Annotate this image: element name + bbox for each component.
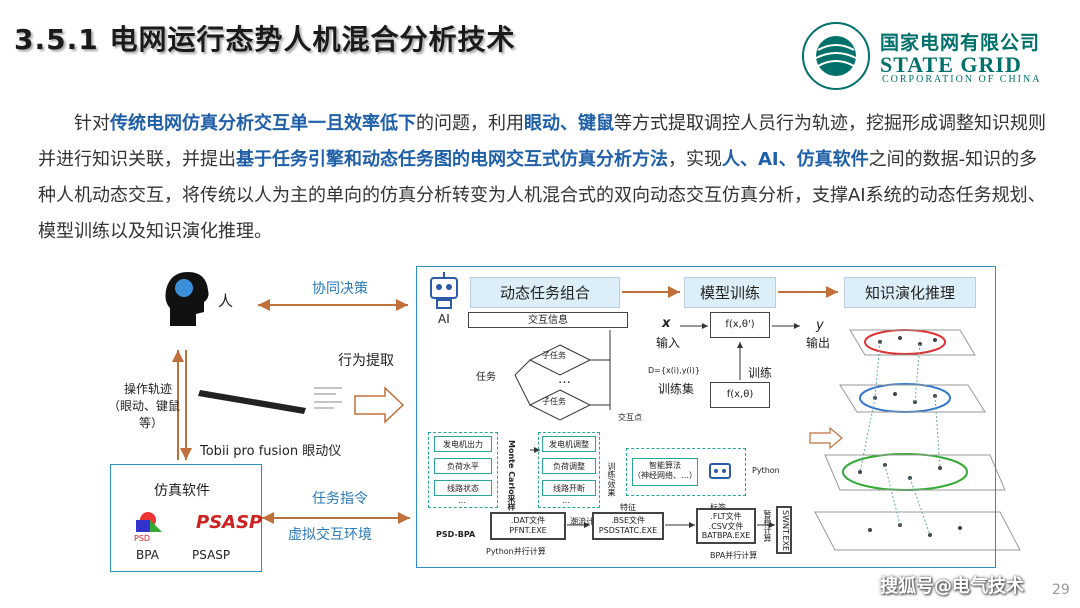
stab-calc-label: 暂稳计算 — [763, 510, 772, 542]
page-title: 3.5.1 电网运行态势人机混合分析技术 — [14, 23, 516, 56]
flow-calc-label: 潮流计算 — [570, 517, 602, 526]
task-cmd-label: 任务指令 — [312, 491, 368, 507]
dataset-label: D={x(i),y(i)} — [648, 366, 700, 375]
left-items-group — [428, 432, 498, 508]
eyetracker-label: Tobii pro fusion 眼动仪 — [200, 444, 342, 459]
logo-text-en-sub: CORPORATION OF CHINA — [882, 74, 1042, 85]
left-item-1: 负荷水平 — [434, 458, 492, 474]
algo-robot-icon — [709, 463, 731, 479]
subtask2-label: 子任务 — [542, 397, 566, 406]
feature-label: 特征 — [620, 503, 636, 512]
state-grid-logo — [802, 22, 870, 90]
sim-software-box — [110, 464, 262, 572]
intro-paragraph: 针对传统电网仿真分析交互单一且效率低下的问题，利用眼动、键鼠等方式提取调控人员行… — [38, 106, 1052, 250]
header-model-train: 模型训练 — [684, 277, 776, 308]
interact-info-box: 交互信息 — [468, 312, 628, 328]
body-text: ，实现 — [668, 149, 722, 170]
psasp-label: PSASP — [192, 548, 231, 562]
output-label: 输出 — [806, 336, 831, 350]
smart-algo-box: 智能算法（神经网络、…） — [632, 458, 698, 486]
trainset-label: 训练集 — [658, 382, 695, 396]
psd-label: PSD — [134, 534, 151, 543]
bpa-parallel-label: BPA并行计算 — [710, 551, 758, 560]
eyetracker-image — [198, 387, 342, 414]
mid-item-0: 发电机调整 — [542, 436, 596, 452]
ai-label: AI — [438, 312, 450, 326]
subtask1-label: 子任务 — [542, 351, 566, 360]
left-item-2: 线路状态 — [434, 480, 492, 496]
watermark: 搜狐号@电气技术 — [880, 576, 1024, 597]
bpa-logo-icon — [136, 512, 162, 532]
human-label: 人 — [218, 292, 234, 310]
page-number: 29 — [1052, 582, 1070, 598]
py-parallel-label: Python并行计算 — [486, 547, 546, 556]
tag-label: 标签 — [710, 502, 726, 513]
robot-icon — [430, 272, 458, 309]
logo-text-cn: 国家电网有限公司 — [880, 32, 1041, 54]
model-f2-box: f(x,θ) — [710, 382, 770, 408]
psasp-logo: PSASP — [196, 512, 263, 533]
interact-point-label: 交互点 — [618, 413, 642, 422]
model-x: x — [662, 316, 671, 331]
virtual-env-label: 虚拟交互环境 — [288, 527, 372, 543]
model-f1-box: f(x,θ') — [710, 312, 770, 338]
body-text: 之间的数据-知识的多种人机动态交互，将传统以人为主的单向的仿真分析转变为人机混合… — [38, 149, 1046, 242]
dots-label: … — [558, 372, 571, 387]
model-y: y — [816, 318, 824, 333]
train-label: 训练 — [748, 366, 773, 380]
diagram-arrows — [172, 286, 1021, 551]
ai-system-box — [416, 266, 996, 568]
mid-item-3: … — [562, 496, 570, 505]
smart-algo-group — [626, 448, 746, 496]
behavior-extract-label: 行为提取 — [338, 353, 394, 369]
collab-label: 协同决策 — [312, 281, 368, 297]
train-effect-label: 训练/效果 — [607, 462, 616, 497]
left-item-3: … — [458, 496, 466, 505]
swnt-box: SWNT.EXE — [776, 506, 792, 554]
body-text: 针对 — [74, 113, 110, 134]
logo-text-en: STATE GRID — [880, 52, 1022, 77]
mid-item-2: 线路开断 — [542, 480, 596, 496]
op-track-label: 操作轨迹 （眼动、键鼠 等） — [108, 382, 181, 430]
sim-software-title: 仿真软件 — [154, 483, 210, 499]
highlight-text: 传统电网仿真分析交互单一且效率低下 — [110, 113, 416, 134]
mid-item-1: 负荷调整 — [542, 458, 596, 474]
input-label: 输入 — [656, 336, 681, 350]
task-label: 任务 — [476, 372, 496, 383]
monte-carlo-label: Monte Carlo采样 — [507, 440, 516, 511]
highlight-text: 人、AI、仿真软件 — [722, 149, 869, 170]
human-head-icon — [165, 272, 209, 326]
body-text: 等方式提取调控人员行为轨迹，挖掘形成调整知识规则并进行知识关联，并提出 — [38, 113, 1046, 170]
highlight-text: 基于任务引擎和动态任务图的电网交互式仿真分析方法 — [236, 149, 668, 170]
body-text: 的问题，利用 — [416, 113, 524, 134]
left-item-0: 发电机出力 — [434, 436, 492, 452]
highlight-text: 眼动、键鼠 — [524, 113, 614, 134]
header-dynamic-task: 动态任务组合 — [470, 277, 620, 308]
python-label: Python — [752, 466, 780, 475]
mid-items-group — [538, 432, 600, 508]
header-knowledge: 知识演化推理 — [844, 277, 976, 308]
psd-bpa-label: PSD-BPA — [436, 530, 476, 539]
bpa-label: BPA — [136, 548, 159, 562]
